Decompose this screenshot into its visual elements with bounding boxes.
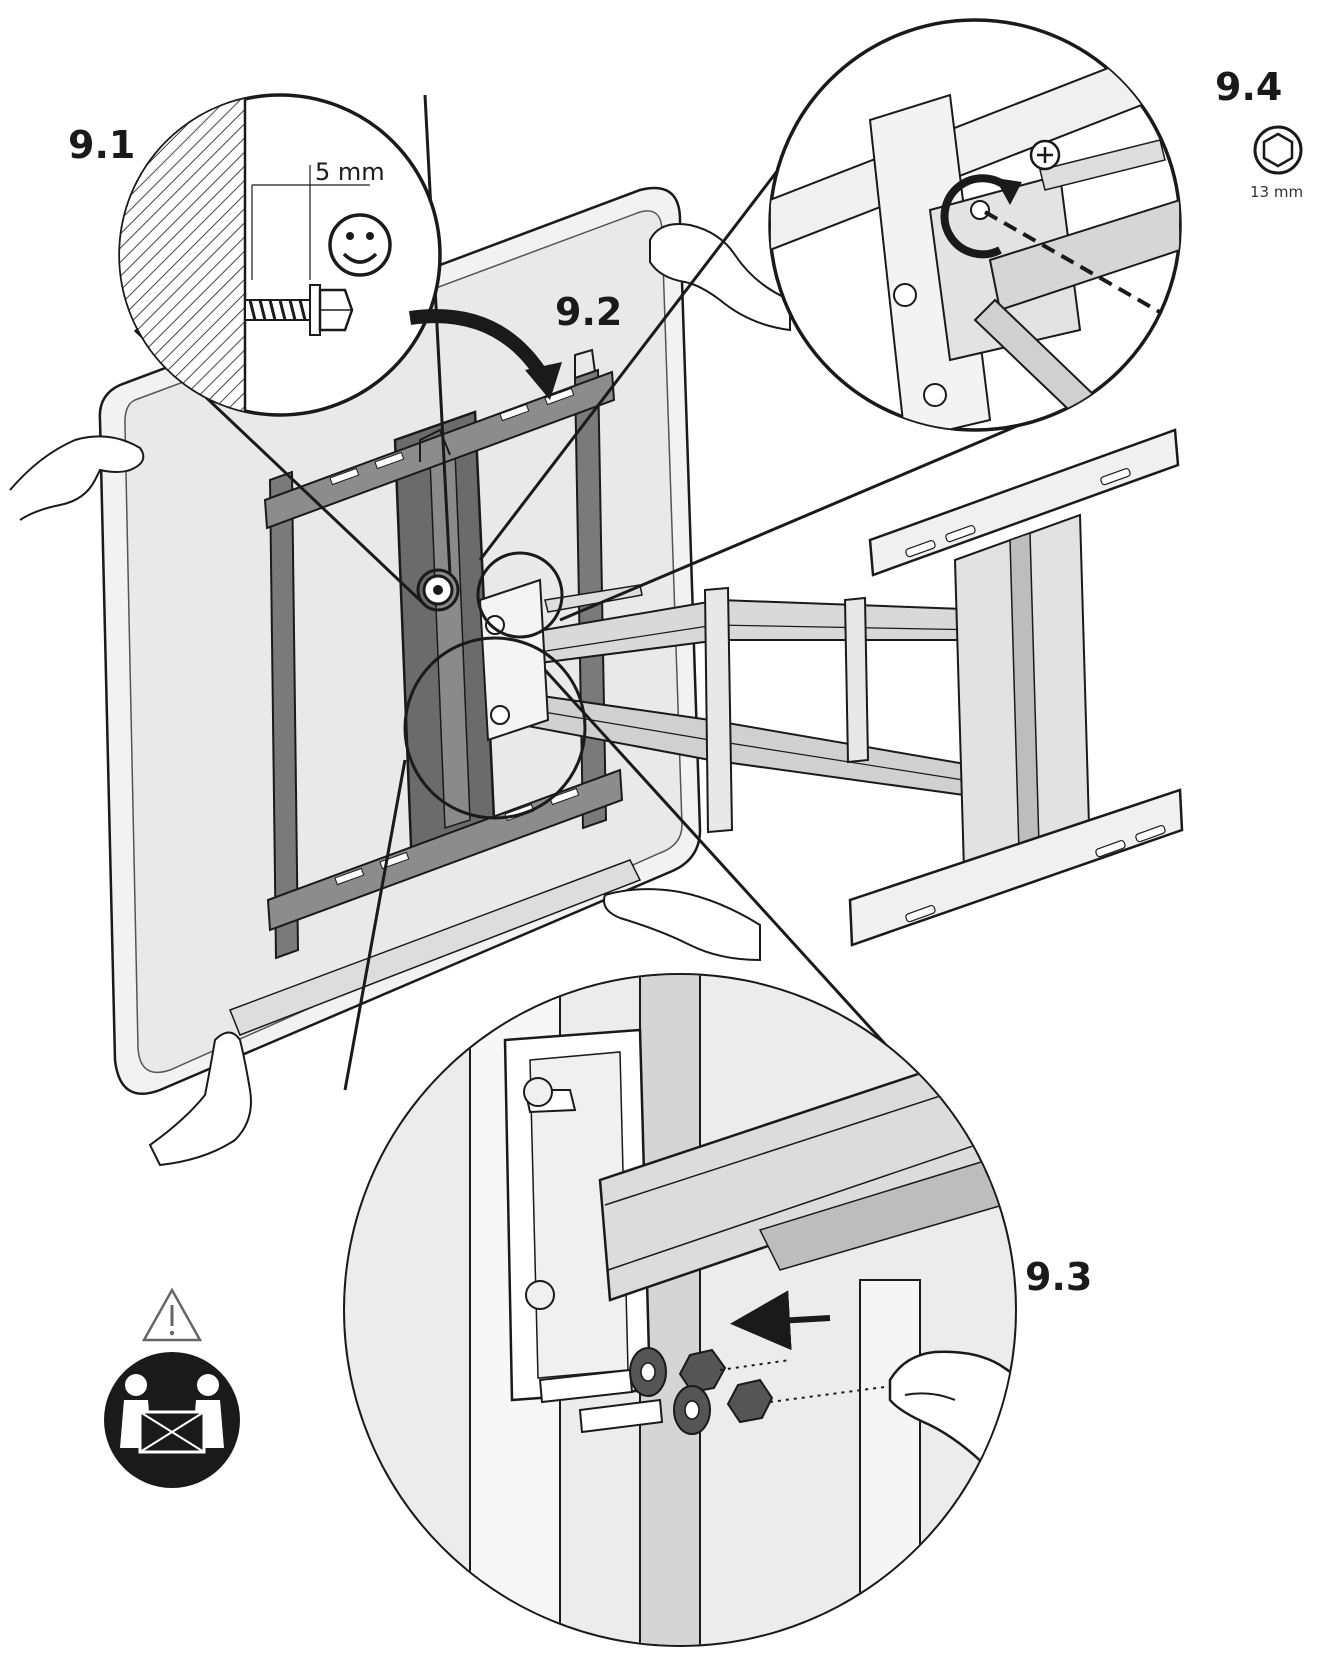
- articulating-arm: [478, 428, 1184, 947]
- hand-holding-nut: [888, 1350, 1015, 1523]
- hand-top-left: [9, 435, 145, 521]
- threaded-bolts: [538, 1368, 664, 1434]
- tighten-rotation-arrow: [940, 174, 1022, 259]
- focus-circle-upper-hinge: [476, 551, 564, 639]
- step-label-9-2: 9.2: [555, 290, 622, 334]
- focus-circle-lower-hinge: [403, 636, 587, 820]
- gap-dimension-label: 5 mm: [315, 158, 385, 186]
- focus-circle-screw: [416, 568, 460, 612]
- wrench-size-label: 13 mm: [1250, 183, 1303, 201]
- detail-circle-9-3: [343, 973, 1017, 1647]
- curved-arrow-9-2: [409, 309, 562, 400]
- plus-icon: [1029, 139, 1061, 171]
- hand-bottom-left: [148, 1031, 252, 1167]
- insert-arrow: [730, 1290, 831, 1351]
- hand-top-right: [649, 223, 791, 332]
- hex-socket-icon: [1253, 125, 1303, 175]
- step-label-9-3: 9.3: [1025, 1255, 1092, 1299]
- step-label-9-1: 9.1: [68, 123, 135, 167]
- lag-screw: [244, 284, 354, 336]
- smiley-icon: [328, 213, 392, 277]
- hinge-bolt-top: [523, 1077, 577, 1114]
- hand-bottom-right: [603, 888, 761, 962]
- step-label-9-4: 9.4: [1215, 65, 1282, 109]
- detail-circle-9-4: [768, 18, 1182, 432]
- washer-nut-set: [629, 1347, 774, 1435]
- warning-triangle-icon: [141, 1287, 203, 1342]
- hinge-bolt-bottom: [525, 1280, 555, 1310]
- two-person-lift-icon: [104, 1352, 240, 1488]
